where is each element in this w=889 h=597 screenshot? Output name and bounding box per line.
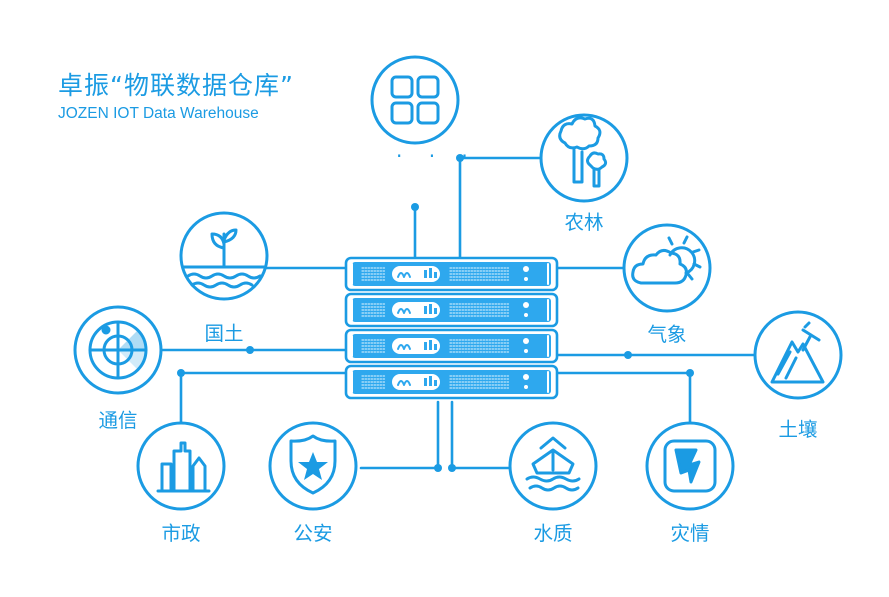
server-rack-icon [344,256,559,400]
trees-icon [539,113,629,203]
page-subtitle: JOZEN IOT Data Warehouse [58,105,259,122]
connector-dots [177,154,694,472]
server-unit [344,292,559,328]
ship-waves-icon [508,421,598,511]
server-unit [344,328,559,364]
page-title: 卓振“物联数据仓库” [58,71,294,100]
server-unit [344,256,559,292]
node-label-weather: 气象 [647,323,687,346]
radar-icon [73,305,163,395]
lightning-crack-icon [645,421,735,511]
sprout-land-icon [179,211,269,301]
node-label-land-resources: 国土 [204,322,244,345]
mountain-pickaxe-icon [753,310,843,400]
node-label-telecom: 通信 [98,409,138,432]
server-unit [344,364,559,400]
node-label-soil: 土壤 [778,418,818,441]
node-label-water-quality: 水质 [533,522,573,545]
more-ellipsis: · · · [396,144,478,168]
buildings-icon [136,421,226,511]
cloud-sun-icon [622,223,712,313]
node-label-disaster: 灾情 [670,522,710,545]
apps-grid-icon [370,55,460,145]
node-label-public-security: 公安 [293,522,333,545]
node-label-municipal: 市政 [161,522,201,545]
police-badge-icon [268,421,358,511]
node-label-agroforestry: 农林 [564,211,604,234]
